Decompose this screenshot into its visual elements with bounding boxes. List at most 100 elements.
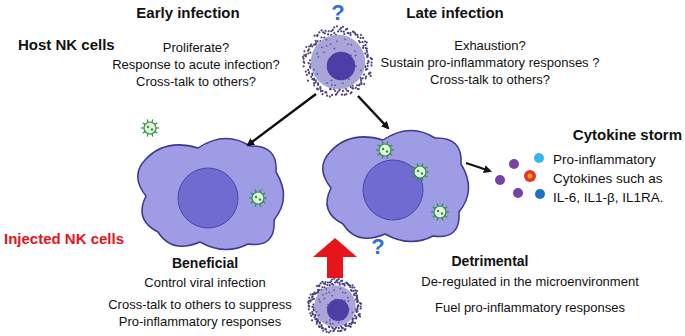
nk-granule	[316, 73, 318, 75]
nk-granule	[315, 40, 317, 42]
nk-granule	[327, 33, 329, 35]
nk-granule	[332, 330, 334, 332]
nk-granule	[360, 37, 362, 39]
outcome-heading: Beneficial	[172, 255, 238, 272]
nk-granule	[336, 281, 338, 283]
question-text: Exhaustion?	[454, 38, 526, 54]
arrow-line	[358, 96, 388, 128]
nk-granule	[318, 285, 320, 287]
nk-granule	[330, 280, 332, 282]
nk-granule	[361, 41, 363, 43]
nk-granule	[334, 48, 336, 50]
nk-granule	[326, 331, 328, 333]
cytokine-dot	[534, 153, 544, 163]
cytokine-dot	[535, 189, 545, 199]
nk-granule	[353, 317, 355, 319]
virus-dot	[151, 128, 153, 130]
nk-granule	[328, 331, 330, 333]
nk-granule	[309, 312, 311, 314]
nk-granule	[336, 25, 338, 27]
nk-granule	[347, 32, 349, 34]
nk-granule	[307, 52, 309, 54]
nk-granule	[362, 45, 364, 47]
nk-granule	[321, 46, 323, 48]
virus-capsid	[144, 122, 156, 134]
nk-granule	[354, 50, 356, 52]
nk-granule	[330, 43, 332, 45]
stage-heading: Early infection	[136, 4, 239, 22]
question-text: Cross-talk to others?	[136, 74, 256, 90]
nk-granule	[350, 289, 352, 291]
nk-granule	[316, 35, 318, 37]
nk-granule	[333, 278, 335, 280]
nk-granule	[352, 320, 354, 322]
virus-dot	[259, 198, 261, 200]
nk-granule	[322, 31, 324, 33]
nk-granule	[321, 286, 323, 288]
nk-granule	[356, 310, 358, 312]
nk-granule	[308, 300, 310, 302]
nk-granule	[329, 96, 331, 98]
nk-granule	[350, 34, 352, 36]
nk-granule	[322, 93, 324, 95]
nk-granule	[320, 36, 322, 38]
nk-granule	[338, 321, 340, 323]
nk-granule	[335, 94, 337, 96]
nk-granule	[329, 88, 331, 90]
nk-granule	[357, 36, 359, 38]
outcome-text: De-regulated in the microenvironment	[421, 274, 639, 290]
nk-granule	[353, 290, 355, 292]
nk-granule	[311, 319, 313, 321]
group-heading: Host NK cells	[18, 36, 115, 54]
nk-granule	[309, 52, 311, 54]
nk-granule	[329, 319, 331, 321]
nk-granule	[362, 77, 364, 79]
nk-granule	[357, 300, 359, 302]
nk-granule	[355, 294, 357, 296]
nk-granule	[344, 329, 346, 331]
nk-granule	[334, 84, 336, 86]
red-arrow	[313, 238, 357, 278]
nk-granule	[362, 47, 364, 49]
nk-granule	[321, 90, 323, 92]
question-text: Cross-talk to others?	[430, 72, 550, 88]
nk-granule	[318, 314, 320, 316]
nk-granule	[311, 311, 313, 313]
nk-granule	[312, 313, 314, 315]
nk-granule	[349, 286, 351, 288]
nk-granule	[346, 282, 348, 284]
nk-granule	[360, 308, 362, 310]
nk-granule	[366, 62, 368, 64]
nk-granule	[366, 56, 368, 58]
question-text: Proliferate?	[163, 40, 229, 56]
nk-granule	[337, 330, 339, 332]
nk-granule	[342, 82, 344, 84]
nk-body	[311, 35, 365, 89]
nk-granule	[307, 80, 309, 82]
nk-granule	[324, 298, 326, 300]
nk-granule	[344, 94, 346, 96]
nk-granule	[321, 29, 323, 31]
nk-granule	[309, 65, 311, 67]
nk-granule	[325, 30, 327, 32]
arrow-line	[466, 163, 490, 171]
nk-granule	[367, 65, 369, 67]
nk-granule	[354, 315, 356, 317]
nk-granule	[342, 90, 344, 92]
cytokines	[495, 153, 545, 199]
nk-granule	[325, 288, 327, 290]
nk-granule	[349, 326, 351, 328]
cytokine-heading: Cytokine storm	[573, 126, 682, 144]
nk-granule	[345, 29, 347, 31]
nk-granule	[342, 26, 344, 28]
nk-granule	[333, 32, 335, 34]
nk-granule	[345, 282, 347, 284]
cytokine-dot	[509, 159, 519, 169]
nk-nucleus	[327, 52, 356, 81]
nk-granule	[343, 283, 345, 285]
nk-granule	[320, 282, 322, 284]
virus-capsid	[434, 206, 446, 218]
nk-granule	[355, 87, 357, 89]
nk-granule	[355, 311, 357, 313]
